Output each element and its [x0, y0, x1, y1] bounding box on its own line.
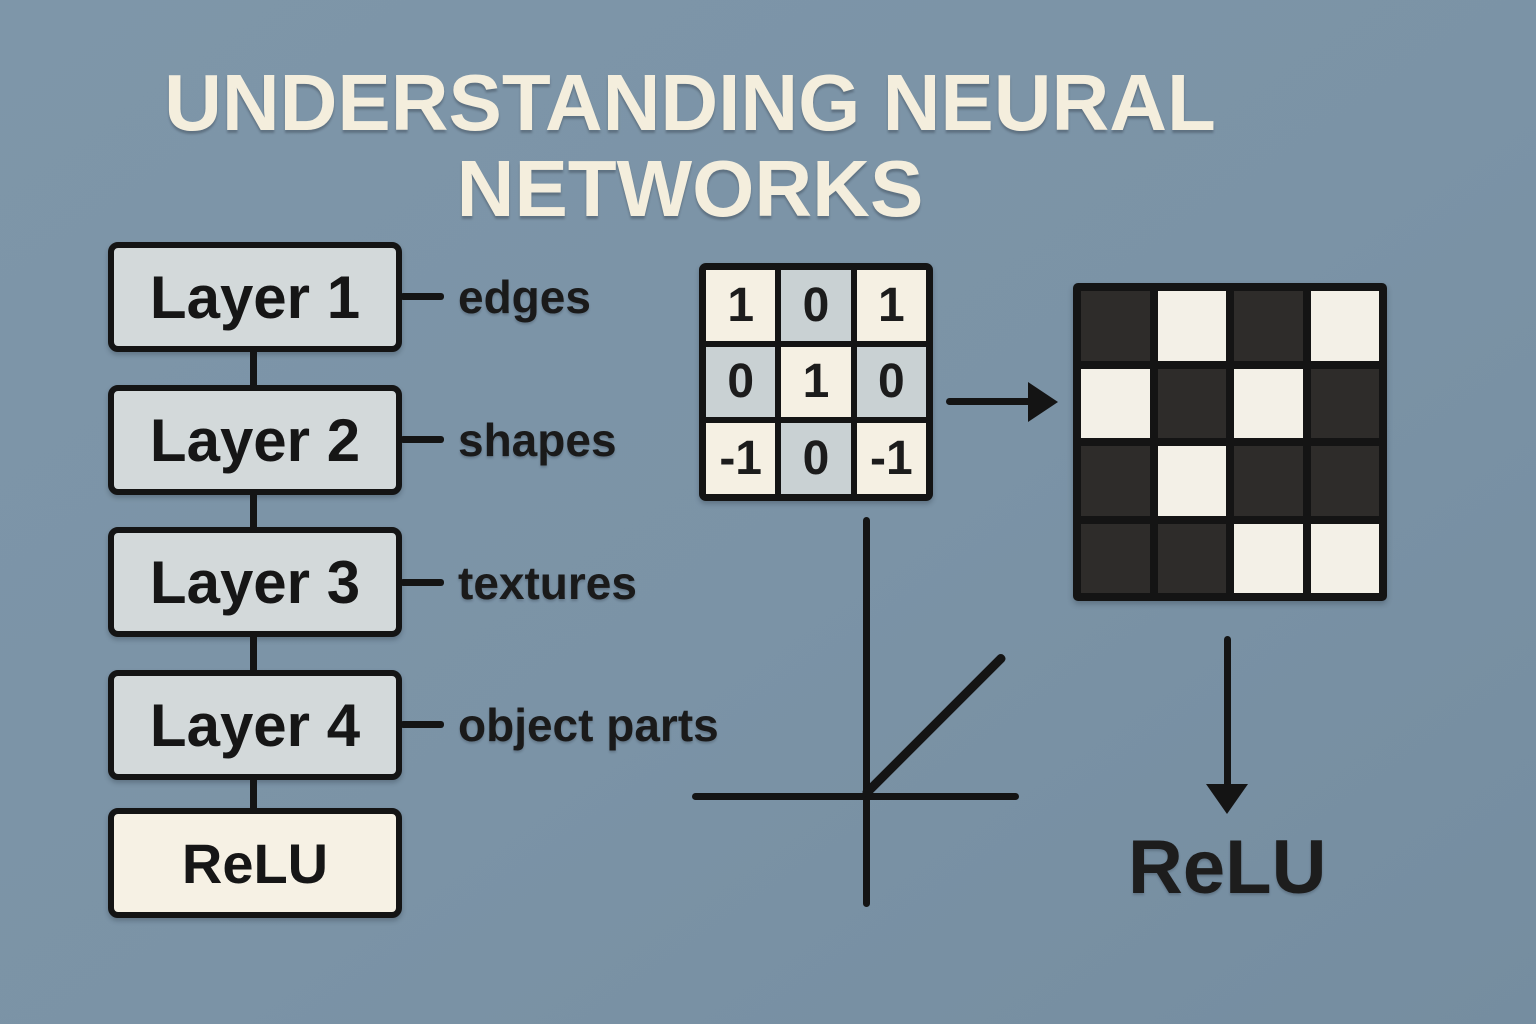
feature-cell — [1310, 368, 1379, 438]
kernel-cell: -1 — [706, 423, 776, 494]
feature-map-grid — [1073, 283, 1387, 601]
feature-cell — [1310, 523, 1379, 593]
page-title: UNDERSTANDING NEURAL NETWORKS — [100, 60, 1280, 232]
layer2-box: Layer 2 — [108, 385, 402, 495]
layer3-label: Layer 3 — [149, 548, 361, 616]
feature-cell — [1310, 446, 1379, 516]
page-title-line1: UNDERSTANDING NEURAL — [164, 58, 1216, 147]
feature-cell — [1081, 291, 1150, 361]
feature-cell — [1234, 291, 1303, 361]
layer1-annotation: edges — [458, 271, 591, 323]
relu-plot-activation-line — [860, 652, 1008, 799]
kernel-matrix: 1 0 1 0 1 0 -1 0 -1 — [699, 263, 933, 501]
kernel-cell: -1 — [856, 423, 926, 494]
kernel-cell: 0 — [706, 346, 776, 418]
layer4-annotation: object parts — [458, 699, 719, 751]
annotation-tick — [400, 721, 444, 728]
down-arrow-icon — [1224, 636, 1231, 788]
feature-cell — [1157, 368, 1226, 438]
relu-plot-x-axis — [692, 793, 1019, 800]
kernel-cell: 0 — [856, 346, 926, 418]
kernel-cell: 1 — [856, 270, 926, 341]
layer2-annotation: shapes — [458, 414, 617, 466]
feature-cell — [1081, 446, 1150, 516]
relu-plot-y-axis — [863, 517, 870, 907]
layer2-label: Layer 2 — [149, 406, 361, 474]
feature-cell — [1234, 368, 1303, 438]
feature-cell — [1310, 291, 1379, 361]
connector-line — [250, 350, 257, 388]
page-title-line2: NETWORKS — [456, 144, 924, 233]
feature-cell — [1081, 368, 1150, 438]
kernel-cell: 0 — [781, 423, 851, 494]
feature-cell — [1234, 446, 1303, 516]
connector-line — [250, 635, 257, 673]
layer4-label: Layer 4 — [149, 691, 361, 759]
annotation-tick — [400, 293, 444, 300]
connector-line — [250, 778, 257, 811]
feature-cell — [1081, 523, 1150, 593]
feature-cell — [1157, 523, 1226, 593]
relu-box-label: ReLU — [181, 831, 329, 895]
down-arrow-head-icon — [1206, 784, 1248, 814]
relu-label: ReLU — [1128, 825, 1327, 910]
kernel-cell: 0 — [781, 270, 851, 341]
right-arrow-head-icon — [1028, 382, 1058, 422]
feature-cell — [1234, 523, 1303, 593]
layer3-annotation: textures — [458, 557, 637, 609]
feature-cell — [1157, 291, 1226, 361]
relu-box: ReLU — [108, 808, 402, 918]
kernel-cell: 1 — [706, 270, 776, 341]
feature-cell — [1157, 446, 1226, 516]
layer3-box: Layer 3 — [108, 527, 402, 637]
annotation-tick — [400, 436, 444, 443]
right-arrow-icon — [946, 398, 1032, 405]
layer4-box: Layer 4 — [108, 670, 402, 780]
annotation-tick — [400, 579, 444, 586]
connector-line — [250, 493, 257, 530]
layer1-label: Layer 1 — [149, 263, 361, 331]
kernel-cell: 1 — [781, 346, 851, 418]
layer1-box: Layer 1 — [108, 242, 402, 352]
